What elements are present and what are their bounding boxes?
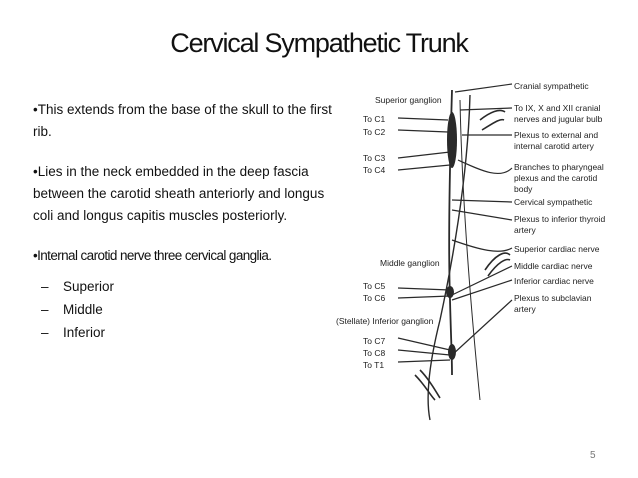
dash-marker: –	[41, 325, 49, 340]
cervical-rami	[397, 117, 451, 363]
sub-item-label: Superior	[63, 279, 115, 294]
label-inferior-cardiac: Inferior cardiac nerve	[514, 276, 594, 286]
label-to-c1: To C1	[363, 114, 385, 124]
dash-marker: –	[41, 279, 49, 294]
sub-item-label: Middle	[63, 302, 103, 317]
label-to-ix-x-xii-2: nerves and jugular bulb	[514, 114, 603, 124]
label-plexus-subclavian-2: artery	[514, 304, 536, 314]
sub-item-superior: –Superior	[33, 275, 343, 298]
bullet-extent: •This extends from the base of the skull…	[33, 102, 332, 139]
vessel-stub-middle	[484, 252, 511, 277]
label-middle-ganglion: Middle ganglion	[380, 258, 440, 268]
left-labels: Superior ganglion To C1 To C2 To C3 To C…	[336, 95, 442, 370]
label-cranial-sympathetic: Cranial sympathetic	[514, 81, 589, 91]
label-branches-pharyngeal-2: plexus and the carotid	[514, 173, 597, 183]
label-plexus-external-1: Plexus to external and	[514, 130, 598, 140]
right-branches	[451, 83, 513, 356]
label-to-c6: To C6	[363, 293, 385, 303]
label-plexus-thyroid-2: artery	[514, 225, 536, 235]
middle-ganglion-node	[446, 286, 454, 298]
label-to-c8: To C8	[363, 348, 385, 358]
label-superior-ganglion: Superior ganglion	[375, 95, 442, 105]
label-to-c5: To C5	[363, 281, 385, 291]
bullet-ganglia: •Internal carotid nerve three cervical g…	[33, 248, 272, 263]
carotid-vessel	[427, 94, 471, 421]
right-labels: Cranial sympathetic To IX, X and XII cra…	[514, 81, 605, 314]
slide-title: Cervical Sympathetic Trunk	[170, 28, 469, 58]
label-to-c4: To C4	[363, 165, 385, 175]
dash-marker: –	[41, 302, 49, 317]
label-to-c2: To C2	[363, 127, 385, 137]
label-middle-cardiac: Middle cardiac nerve	[514, 261, 593, 271]
sub-item-middle: –Middle	[33, 298, 343, 321]
label-plexus-external-2: internal carotid artery	[514, 141, 595, 151]
page-number: 5	[590, 450, 596, 461]
label-cervical-sympathetic: Cervical sympathetic	[514, 197, 593, 207]
vagus-line	[459, 99, 481, 401]
label-to-c3: To C3	[363, 153, 385, 163]
label-inferior-ganglion: (Stellate) Inferior ganglion	[336, 316, 434, 326]
label-plexus-subclavian-1: Plexus to subclavian	[514, 293, 592, 303]
sub-item-inferior: –Inferior	[33, 321, 343, 344]
label-to-c7: To C7	[363, 336, 385, 346]
sub-item-label: Inferior	[63, 325, 106, 340]
inferior-ganglion-node	[448, 344, 456, 360]
diagram-lines	[397, 83, 513, 421]
ganglia-nodes	[446, 112, 457, 360]
label-to-ix-x-xii-1: To IX, X and XII cranial	[514, 103, 601, 113]
superior-ganglion-node	[447, 112, 457, 168]
label-plexus-thyroid-1: Plexus to inferior thyroid	[514, 214, 605, 224]
bullet-list: •This extends from the base of the skull…	[33, 99, 343, 344]
bullet-location: •Lies in the neck embedded in the deep f…	[33, 164, 325, 223]
label-superior-cardiac: Superior cardiac nerve	[514, 244, 600, 254]
label-branches-pharyngeal-1: Branches to pharyngeal	[514, 162, 604, 172]
label-branches-pharyngeal-3: body	[514, 184, 533, 194]
vessel-stub-upper	[479, 109, 506, 131]
vessel-stub-lower	[414, 369, 441, 401]
label-to-t1: To T1	[363, 360, 384, 370]
